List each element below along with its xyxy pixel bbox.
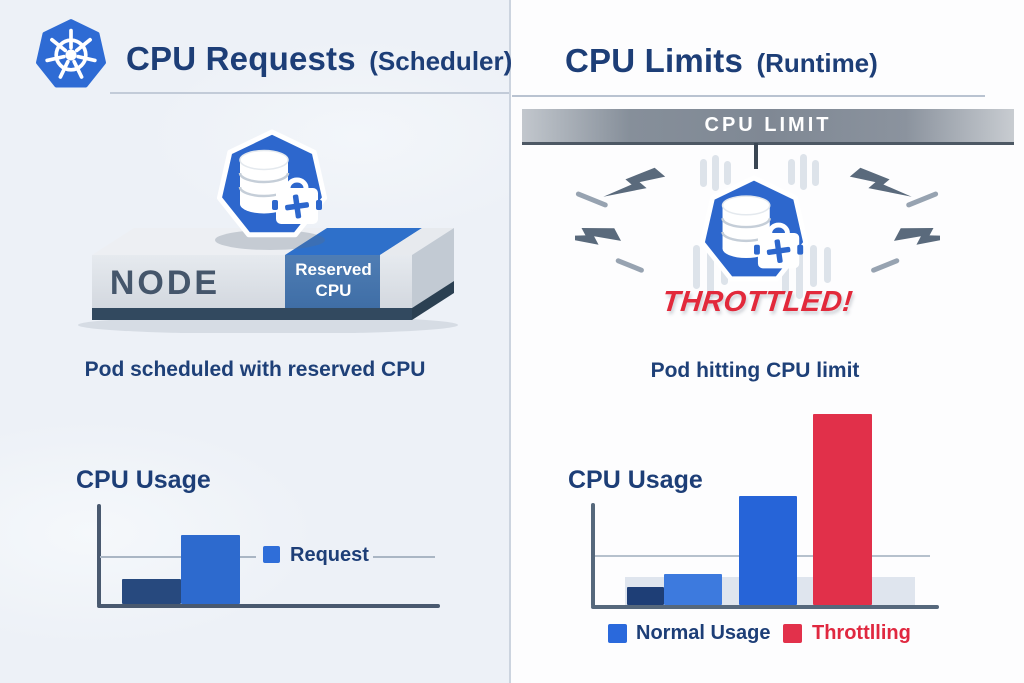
right-bar-throttled [813,414,872,605]
right-header: CPU Limits (Runtime) [565,42,878,80]
left-bar-usage [122,579,181,604]
right-bar-1 [627,587,664,605]
database-icon [238,149,290,214]
request-legend-label: Request [290,544,369,566]
right-header-underline [512,95,985,97]
left-chart-y-axis [97,504,101,606]
reserved-front-face [285,255,380,308]
cpu-limit-bar: CPU LIMIT [522,109,1014,145]
node-base-strip [92,308,412,320]
right-subtitle: (Runtime) [756,48,878,78]
left-header-underline [110,92,509,94]
left-caption: Pod scheduled with reserved CPU [84,358,426,381]
limit-connector-line [754,143,758,169]
node-front-right-sliver [380,255,412,308]
node-label: NODE [109,264,221,302]
reserved-cpu-label: Reserved CPU [285,259,382,301]
right-title: CPU Limits [565,42,744,79]
lightning-bolt-icon-group [575,167,940,245]
kubernetes-logo-icon [35,19,107,88]
left-header: CPU Requests (Scheduler) [126,40,512,78]
right-chart-plot [591,414,939,609]
reserved-cpu-line1: Reserved [295,260,372,279]
left-chart-x-axis [97,604,440,608]
medical-kit-badge-icon [272,177,322,224]
left-chart-title: CPU Usage [76,466,211,494]
node-front-face [92,255,285,308]
pod-icon [216,129,328,238]
request-legend-square [263,546,280,563]
cpu-limit-label: CPU LIMIT [704,114,832,136]
right-chart-x-axis [591,605,939,609]
panel-divider [509,0,511,683]
throttling-legend-square [783,624,802,643]
node-top-right-face [380,228,454,255]
left-chart-plot: Request [97,504,440,608]
right-chart-title: CPU Usage [568,466,703,494]
medical-kit-badge-icon [754,222,804,269]
node-side-face [412,228,454,308]
node-base-strip-side [412,281,454,320]
request-reference-line-right [373,556,435,558]
throttling-legend-label: Throttlling [812,622,911,644]
right-chart-y-axis [591,503,595,607]
throttled-label: THROTTLED! [660,286,855,318]
node-ground-shadow [78,316,458,333]
right-caption: Pod hitting CPU limit [650,359,860,382]
reserved-cpu-line2: CPU [315,281,352,300]
normal-usage-legend-label: Normal Usage [636,622,771,644]
right-bar-3 [739,496,797,605]
node-block-illustration [78,228,458,333]
pod-icon-throttled [699,175,809,282]
left-bar-request [181,535,240,604]
reserved-top-face [285,228,422,255]
left-panel-background [0,0,510,683]
right-bar-2 [664,574,722,605]
request-reference-line [100,556,256,558]
normal-usage-legend-square [608,624,627,643]
left-title: CPU Requests [126,40,356,77]
left-subtitle: (Scheduler) [369,46,513,76]
accent-dashes [575,191,939,273]
